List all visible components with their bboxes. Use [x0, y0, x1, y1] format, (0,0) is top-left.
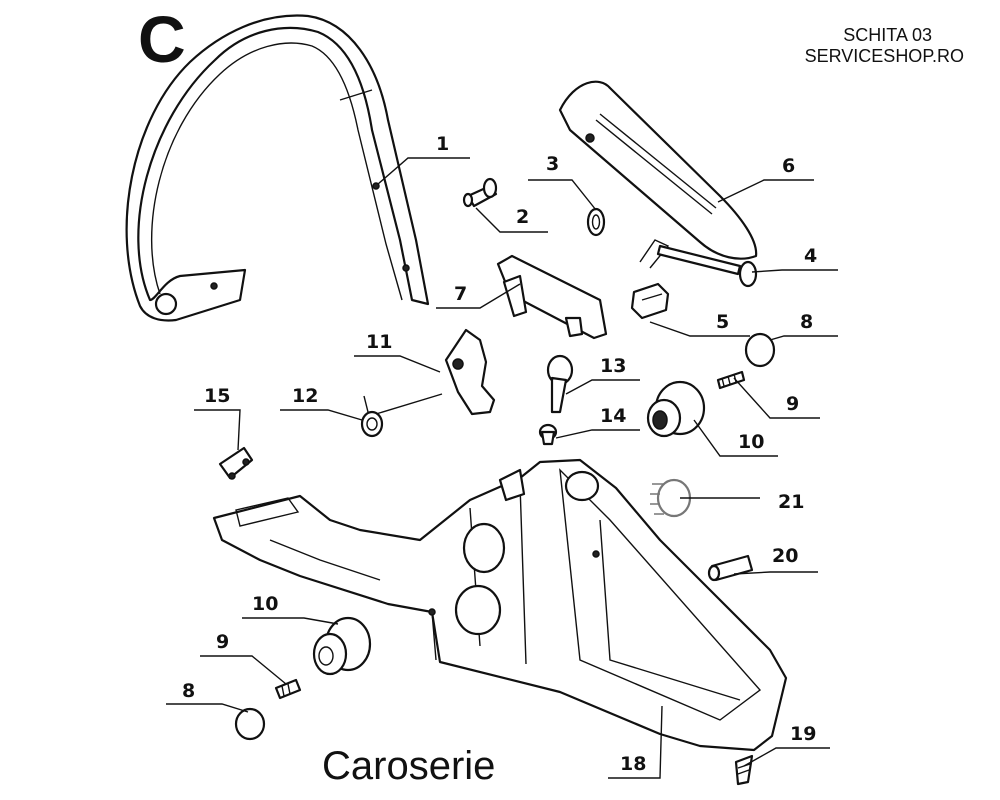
callout-4: 4: [804, 245, 817, 267]
callout-20: 20: [772, 545, 798, 567]
buffer-part-lower: [312, 616, 372, 676]
callout-18: 18: [620, 753, 646, 775]
hand-guard-part: [558, 80, 758, 260]
bracket-part: [496, 254, 608, 340]
callout-9-lower: 9: [216, 631, 229, 653]
callout-1: 1: [436, 133, 449, 155]
screw-part-lower: [274, 678, 302, 700]
callout-9-upper: 9: [786, 393, 799, 415]
washer-part: [586, 207, 606, 237]
bushing-part: [538, 423, 558, 446]
diagram-caption: Caroserie: [322, 744, 496, 788]
plunger-part: [546, 354, 574, 414]
callout-11: 11: [366, 331, 392, 353]
callout-8-upper: 8: [800, 311, 813, 333]
leader-lines: [166, 157, 838, 779]
callout-5: 5: [716, 311, 729, 333]
callout-14: 14: [600, 405, 626, 427]
callout-12: 12: [292, 385, 318, 407]
section-letter: C: [138, 2, 186, 76]
callout-10-upper: 10: [738, 431, 764, 453]
callout-2: 2: [516, 206, 529, 228]
buffer-part-upper: [646, 380, 706, 438]
callout-3: 3: [546, 153, 559, 175]
callout-19: 19: [790, 723, 816, 745]
rod-part: [639, 239, 758, 288]
callout-15: 15: [204, 385, 230, 407]
lever-part: [444, 328, 496, 416]
cylinder-part: [707, 554, 754, 582]
pin-part: [462, 177, 498, 208]
cap-part-upper: [744, 332, 776, 368]
callout-13: 13: [600, 355, 626, 377]
cap-part-lower: [234, 707, 266, 741]
callout-6: 6: [782, 155, 795, 177]
diagram-reference: SCHITA 03: [843, 25, 932, 45]
main-housing-part: [212, 458, 788, 752]
clip-part: [218, 446, 254, 480]
block-part: [630, 282, 670, 320]
spring-part: [360, 393, 443, 438]
callout-21: 21: [778, 491, 804, 513]
callout-10-lower: 10: [252, 593, 278, 615]
front-handle-part: [125, 14, 430, 322]
bolt-part: [734, 754, 754, 786]
website-reference: SERVICESHOP.RO: [804, 46, 964, 66]
callout-8-lower: 8: [182, 680, 195, 702]
callout-7: 7: [454, 283, 467, 305]
